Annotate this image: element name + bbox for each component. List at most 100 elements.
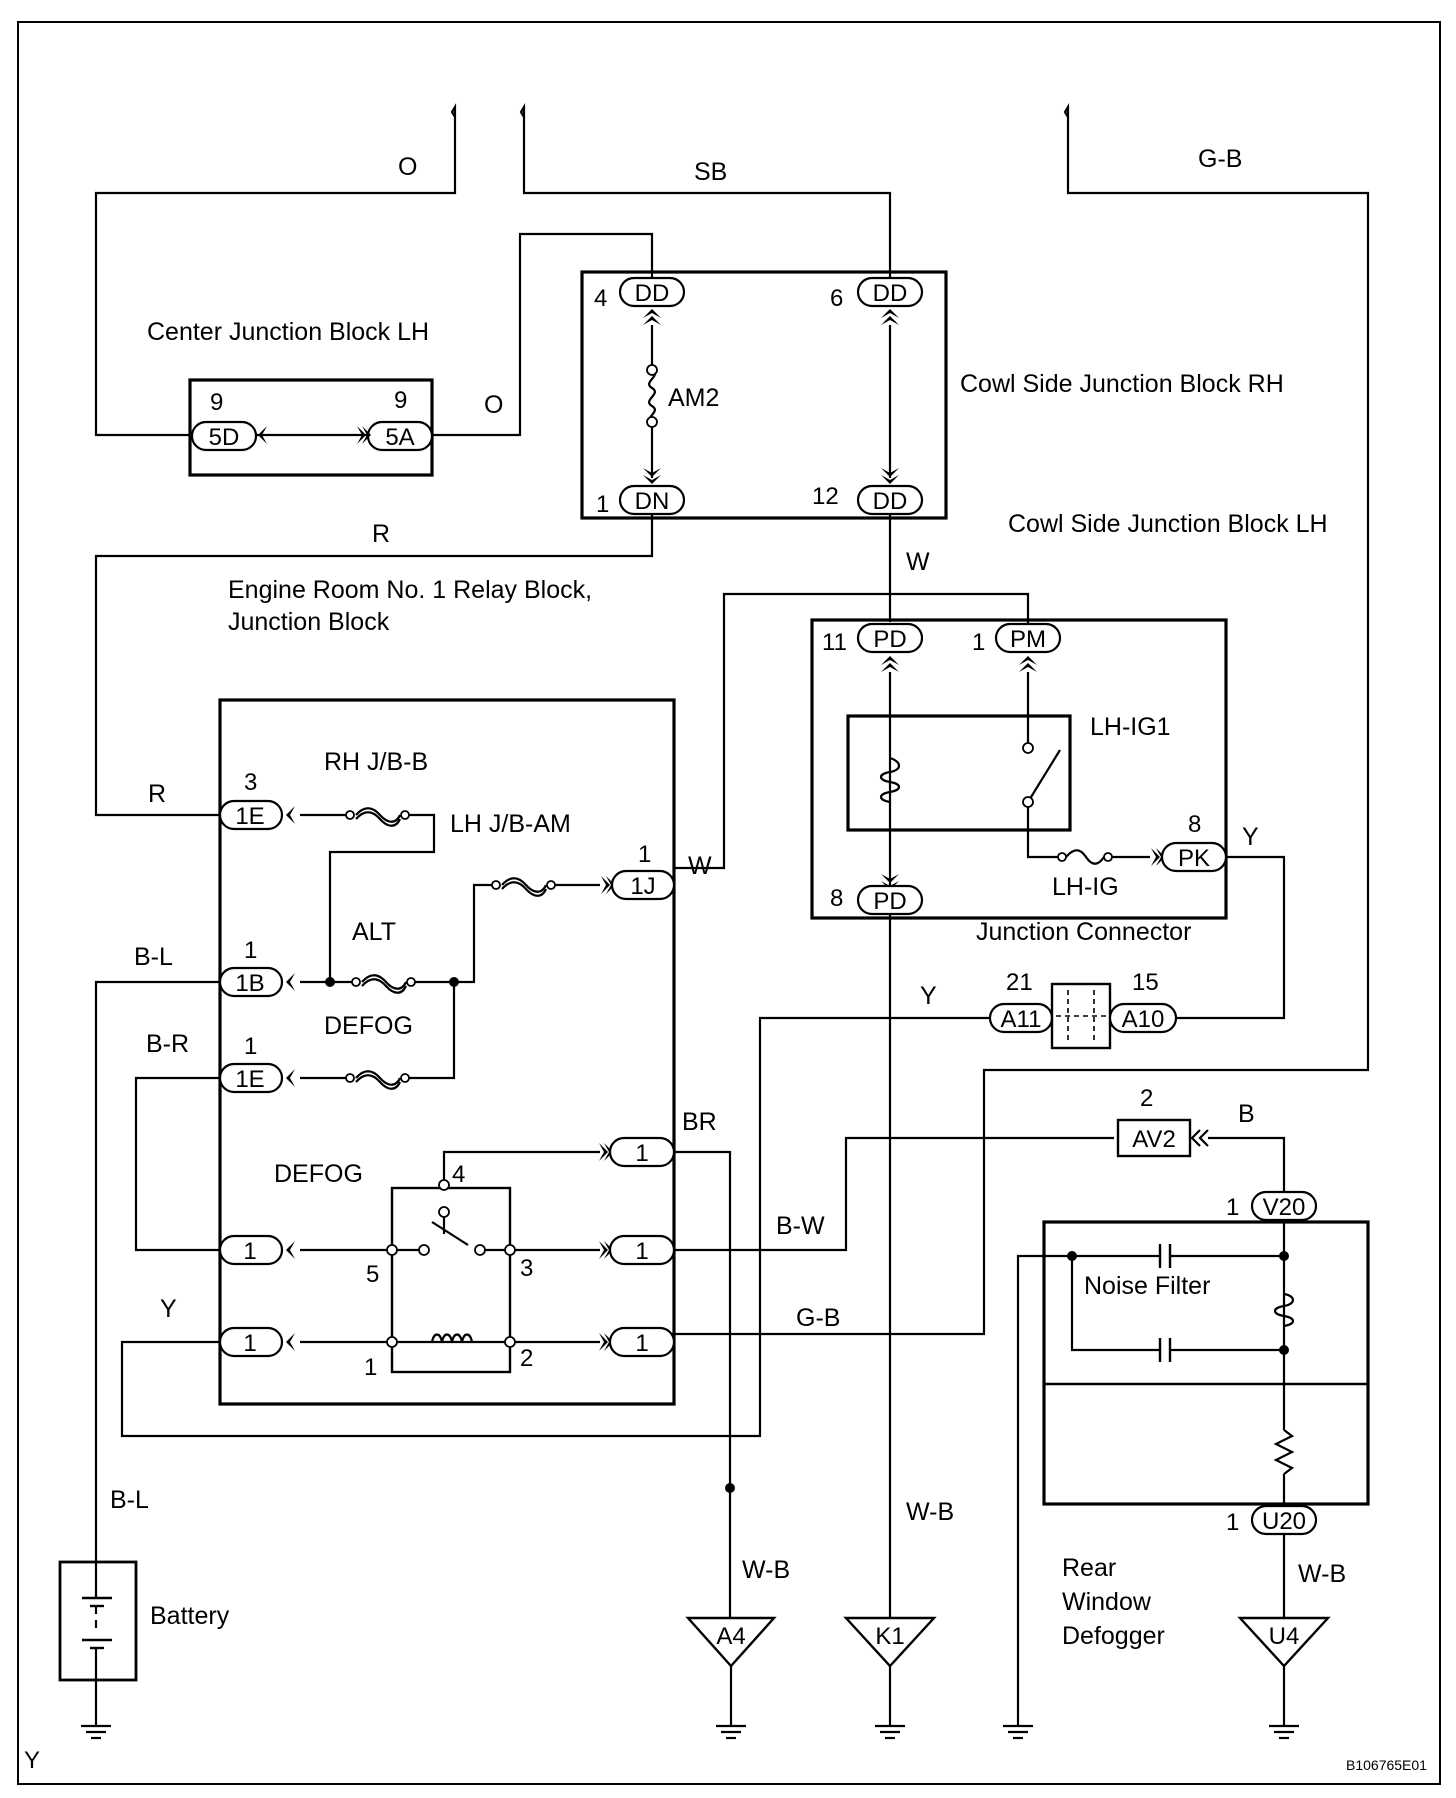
pin-1e-mid: 1 [244,1033,257,1060]
wire-color-w-top: W [906,548,930,576]
pin-1b: 1 [244,937,257,964]
defog-fuse-label: DEFOG [324,1012,413,1040]
rear-defogger-label-3: Defogger [1062,1622,1165,1650]
wire-color-bl-bottom: B-L [110,1486,149,1514]
pin-5a: 9 [394,387,407,414]
connector-dd-6 [856,276,924,308]
connector-left-br [218,1234,284,1266]
relay-pin-4: 4 [452,1161,465,1188]
relay-pin-1: 1 [364,1354,377,1381]
ground-a4: A4 [685,1616,777,1740]
pin-5d: 9 [210,389,223,416]
wire-color-gb-top: G-B [1198,145,1242,173]
engine-room-label-2: Junction Block [228,608,390,636]
lh-ig-fuse-label: LH-IG [1052,873,1119,901]
ground-k1-label: K1 [875,1623,904,1650]
connector-pk-8-label: PK [1178,845,1210,872]
relay-pin-5: 5 [366,1261,379,1288]
wire-color-sb: SB [694,158,727,186]
rh-jb-b-fuse-label: RH J/B-B [324,748,428,776]
connector-1e-mid-label: 1E [235,1066,264,1093]
connector-1b-label: 1B [235,970,264,997]
engine-room-relay-block [218,698,676,1406]
connector-dn-1-label: DN [635,488,670,515]
connector-dd-12-label: DD [873,488,908,515]
wire-color-bl-top: B-L [134,943,173,971]
wire-color-br-left: B-R [146,1030,189,1058]
pin-pm-1: 1 [972,629,985,656]
wire-color-bw: B-W [776,1212,825,1240]
connector-dd-4 [618,276,686,308]
pin-dd-6: 6 [830,285,843,312]
pin-pk-8: 8 [1188,811,1201,838]
connector-av2-label: AV2 [1132,1126,1176,1153]
connector-relay-br-label: 1 [635,1140,648,1167]
corner-mark-y: Y [24,1747,40,1774]
wire-color-b-av2: B [1238,1100,1255,1128]
connector-pm-1-label: PM [1010,626,1046,653]
connector-relay-bw-label: 1 [635,1238,648,1265]
inline-connector-body [1050,982,1112,1050]
ground-k1: K1 [843,1616,937,1740]
figure-id: B106765E01 [1346,1757,1427,1773]
connector-a10-label: A10 [1122,1006,1165,1033]
connector-pd-8-label: PD [873,888,906,915]
wire-color-y-pk: Y [1242,823,1259,851]
wire-color-r-left: R [148,780,166,808]
relay-pin-3: 3 [520,1255,533,1282]
battery [58,1560,138,1682]
connector-5a-label: 5A [385,424,414,451]
battery-label: Battery [150,1602,230,1630]
pin-1e-top: 3 [244,769,257,796]
lh-ig1-relay [846,714,1072,832]
wire-color-o-mid: O [484,391,503,419]
wire-color-y-left: Y [160,1295,177,1323]
pin-a10: 15 [1132,969,1159,996]
connector-a10 [1108,1002,1178,1034]
pin-a11: 21 [1006,969,1033,996]
ground-u4-label: U4 [1269,1623,1300,1650]
wire-color-wb-k1: W-B [906,1498,954,1526]
pin-dn-1: 1 [596,491,609,518]
ground-u4: U4 [1237,1616,1331,1740]
connector-dd-4-label: DD [635,280,670,307]
pin-1j: 1 [638,841,651,868]
connector-left-br-label: 1 [243,1238,256,1265]
wire-color-r-top: R [372,520,390,548]
pin-dd-4: 4 [594,285,607,312]
cowl-side-junction-block-rh-label: Cowl Side Junction Block RH [960,370,1284,398]
connector-av2 [1116,1118,1192,1158]
rear-defogger-label-2: Window [1062,1588,1152,1616]
connector-1e-top-label: 1E [235,803,264,830]
pin-u20: 1 [1226,1509,1239,1536]
junction-connector-block [810,618,1228,920]
top-wiring [94,103,1370,1336]
wire-color-wb-u4: W-B [1298,1560,1346,1588]
center-junction-block-lh [188,378,434,477]
junction-connector-label: Junction Connector [976,918,1191,946]
cowl-side-junction-block-lh-label: Cowl Side Junction Block LH [1008,510,1328,538]
cowl-side-junction-block-rh [580,270,948,520]
center-junction-block-lh-label: Center Junction Block LH [147,318,429,346]
connector-5d [190,420,258,452]
noise-filter-label: Noise Filter [1084,1272,1210,1300]
pin-dd-12: 12 [812,483,839,510]
pin-av2: 2 [1140,1085,1153,1112]
rear-window-defogger-box [1042,1220,1370,1506]
connector-dd-6-label: DD [873,280,908,307]
wire-color-br-right: BR [682,1108,717,1136]
lh-ig1-label: LH-IG1 [1090,713,1171,741]
pin-pd-8: 8 [830,885,843,912]
connector-1j [610,869,676,901]
connector-pd-11-label: PD [873,626,906,653]
connector-v20-label: V20 [1263,1194,1306,1221]
alt-fuse-label: ALT [352,918,396,946]
am2-fuse-label: AM2 [668,384,719,412]
connector-relay-gb [608,1326,676,1358]
wire-color-o-top: O [398,153,417,181]
lh-jb-am-fuse-label: LH J/B-AM [450,810,571,838]
relay-pin-2: 2 [520,1345,533,1372]
ground-a4-label: A4 [716,1623,745,1650]
engine-room-label-1: Engine Room No. 1 Relay Block, [228,576,592,604]
